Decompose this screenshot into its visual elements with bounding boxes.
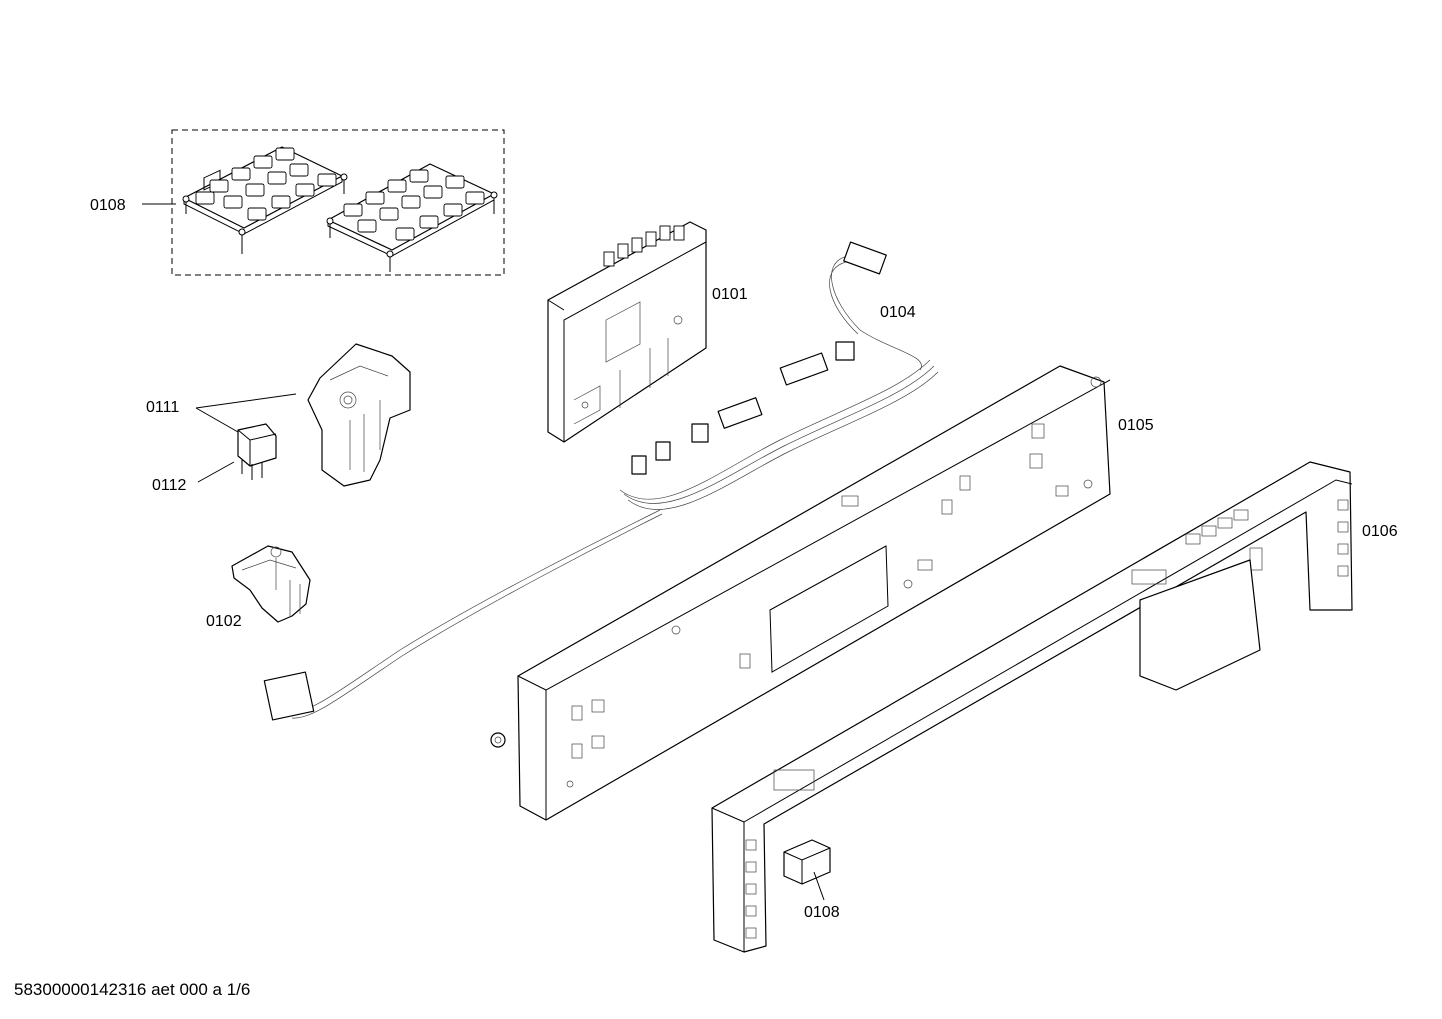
part-0111-sensor-assembly <box>195 343 411 487</box>
part-0104-wiring-harness <box>263 241 939 721</box>
label-0101: 0101 <box>712 286 748 303</box>
keypad-2-drawing <box>326 163 498 272</box>
part-0106-fascia <box>711 461 1353 953</box>
label-0108-bottom: 0108 <box>804 904 840 921</box>
label-0108-top: 0108 <box>90 197 126 214</box>
part-0105-control-frame <box>490 365 1111 821</box>
label-0102: 0102 <box>206 613 242 630</box>
part-0108-button-cap <box>783 839 831 901</box>
part-0112-relay <box>197 423 277 483</box>
part-0102-door-switch <box>231 545 311 623</box>
part-0101-electronic-module <box>547 221 707 443</box>
label-0104: 0104 <box>880 304 916 321</box>
part-0108-keypad-group <box>142 129 505 276</box>
label-0112: 0112 <box>152 477 187 494</box>
label-0111: 0111 <box>146 399 179 416</box>
document-reference: 58300000142316 aet 000 a 1/6 <box>14 980 251 999</box>
label-0106: 0106 <box>1362 523 1398 540</box>
label-0105: 0105 <box>1118 417 1154 434</box>
keypad-1-drawing <box>182 146 348 254</box>
